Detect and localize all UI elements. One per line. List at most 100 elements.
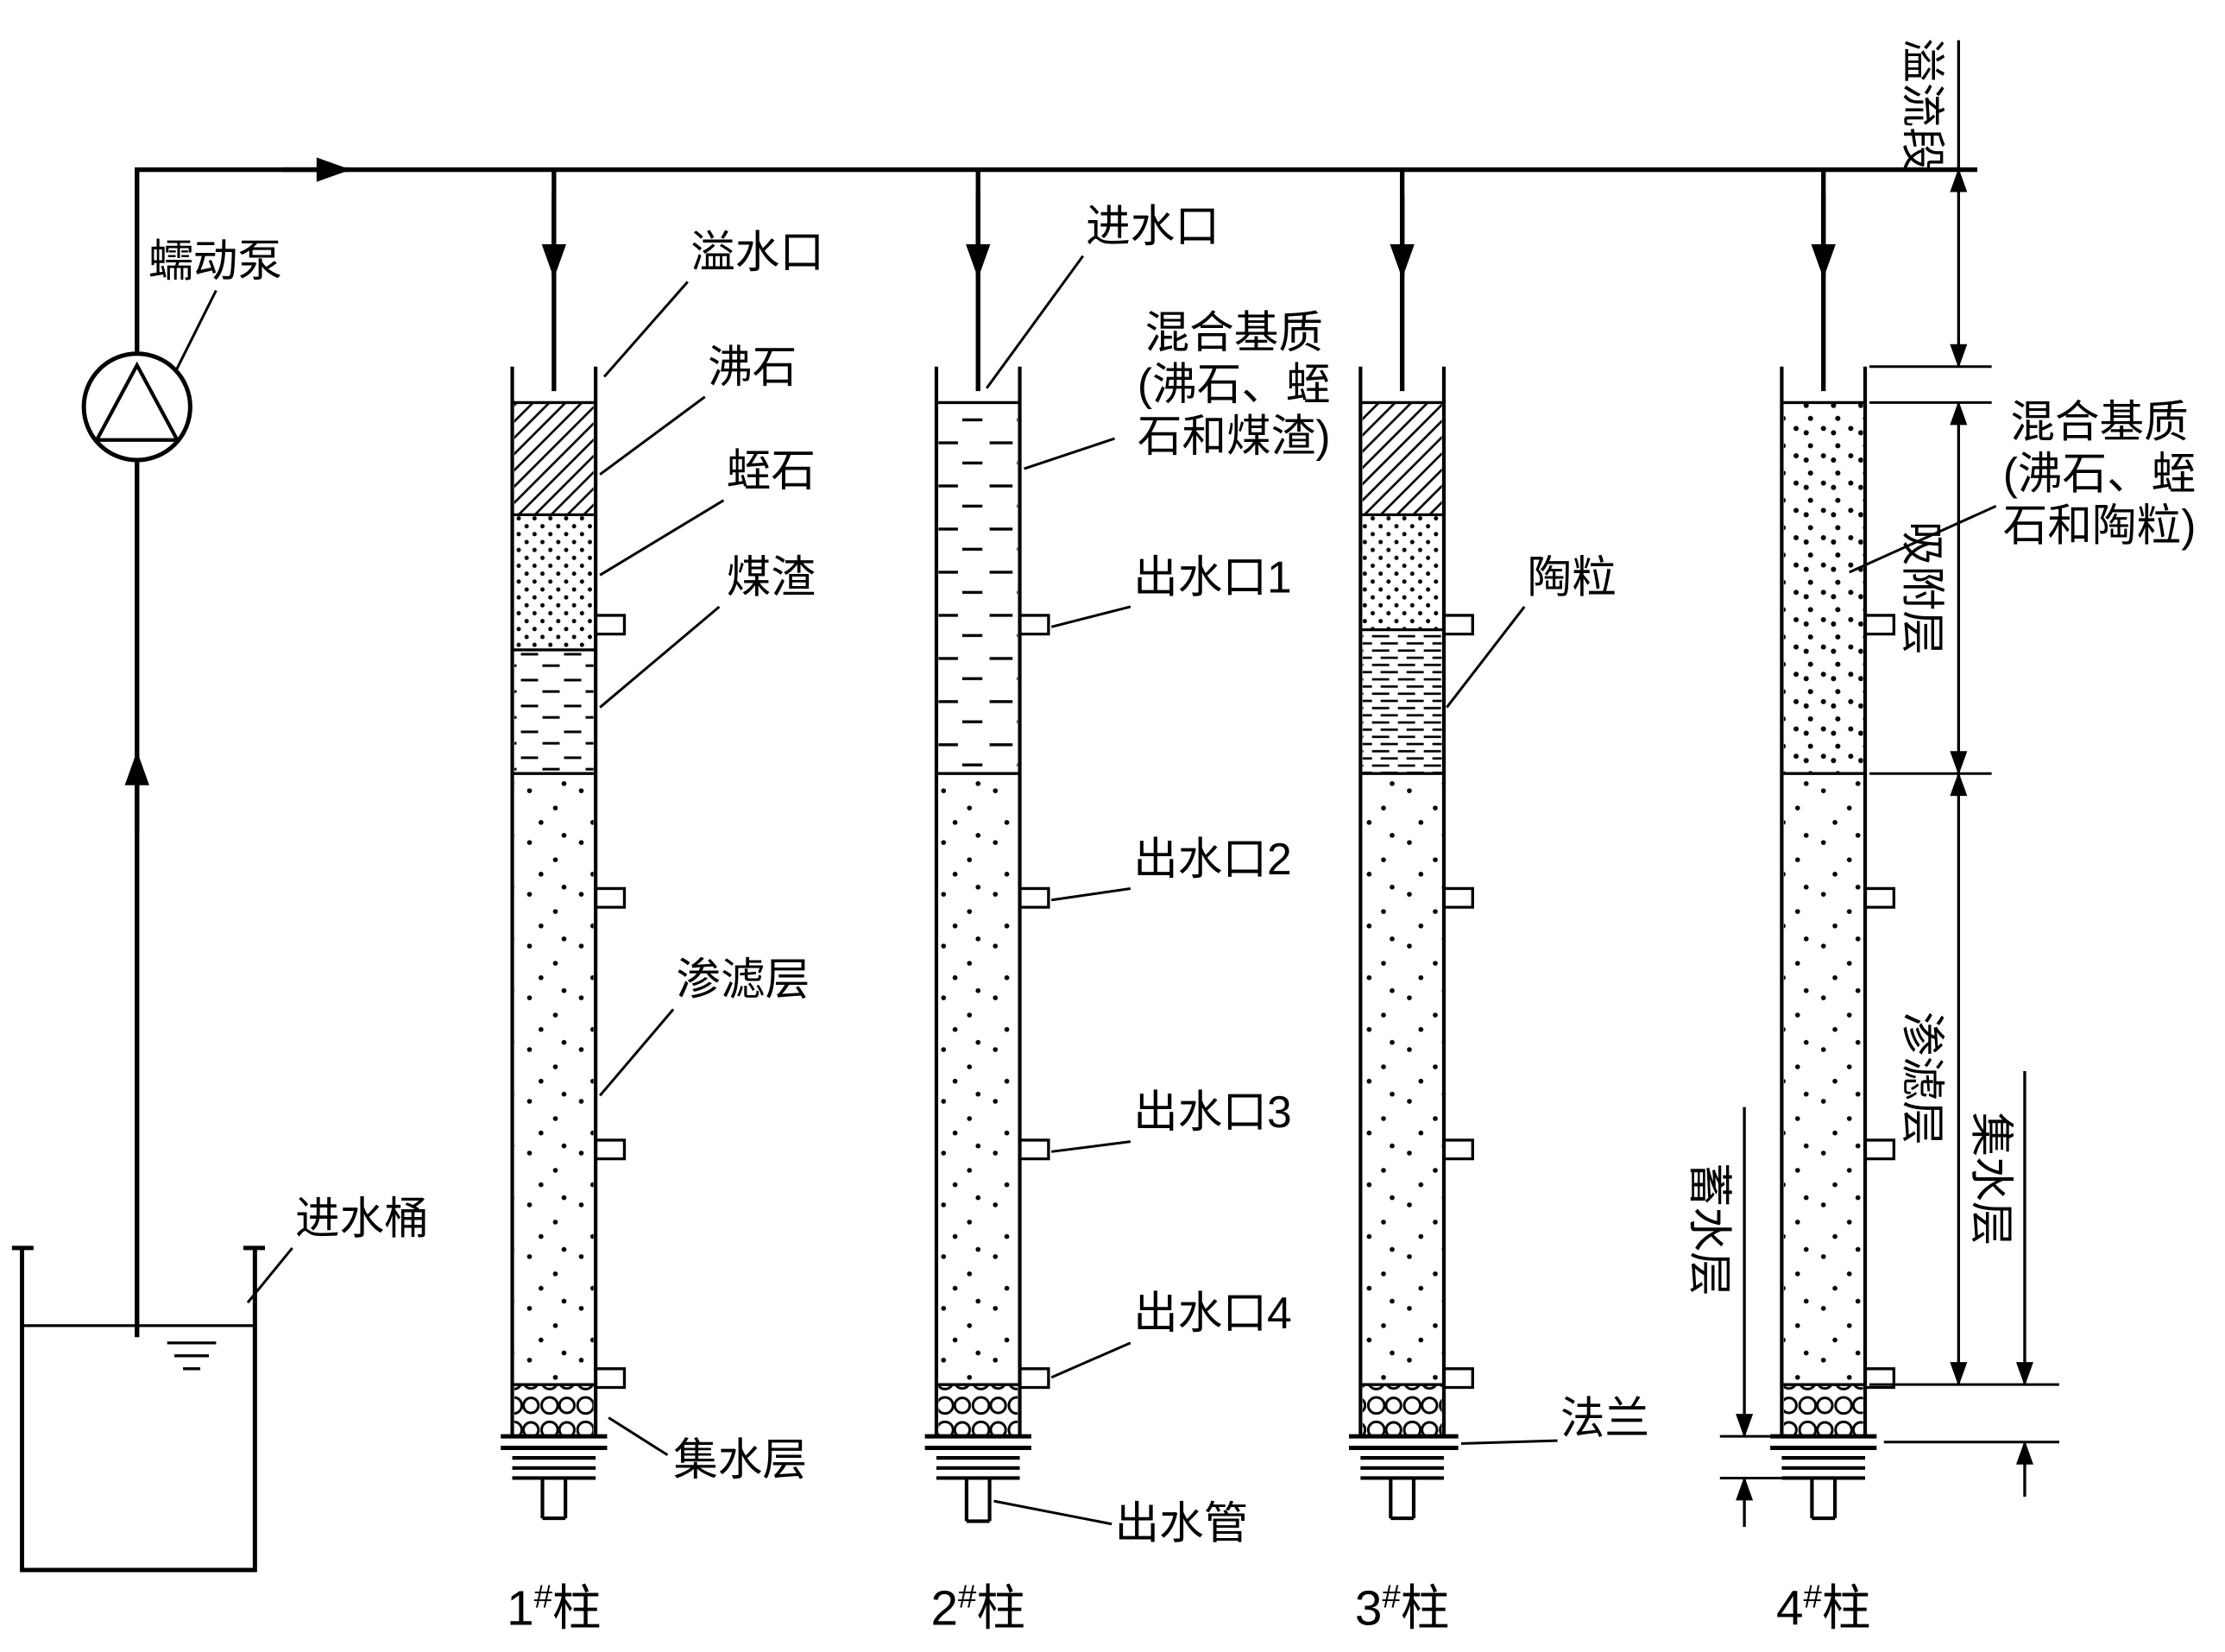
column-2-mixed-substrate-layer xyxy=(938,402,1018,774)
column-2-flange xyxy=(924,1434,1031,1480)
column-3-vermiculite-layer xyxy=(1362,514,1442,630)
dimension-adsorption-layer: 吸附层 xyxy=(1869,400,1992,776)
column-4-bottom-outlet xyxy=(1810,1478,1837,1521)
pump-label-group: 蠕动泵 xyxy=(148,236,282,372)
label-outlet-1: 出水口1 xyxy=(1050,552,1292,628)
column-2-bottom-outlet xyxy=(964,1478,992,1523)
outlet-1-label: 出水口1 xyxy=(1133,552,1292,602)
label-outlet-3: 出水口3 xyxy=(1051,1087,1292,1153)
column-4-outlet-stub-3 xyxy=(1865,1138,1896,1161)
label-flange: 法兰 xyxy=(1460,1393,1649,1445)
collecting-layer-dim-label: 集水层 xyxy=(1966,1113,2016,1246)
pump-triangle-icon xyxy=(93,361,180,442)
inlet-label: 进水口 xyxy=(1086,201,1220,251)
vermiculite-label: 蛭石 xyxy=(727,445,816,495)
column-1-vermiculite-layer xyxy=(514,514,594,650)
column-4 xyxy=(1770,366,1896,1521)
label-collecting-layer: 集水层 xyxy=(608,1416,807,1485)
column-2-collecting-layer xyxy=(938,1384,1018,1435)
outlet-pipe-label: 出水管 xyxy=(1114,1498,1248,1548)
column-3-ceramsite-layer xyxy=(1362,629,1442,774)
column-1-collecting-layer xyxy=(514,1384,594,1435)
label-cinder: 煤渣 xyxy=(599,552,816,709)
dimension-storage-layer: 蓄水层 xyxy=(1685,1107,1782,1528)
ceramsite-label: 陶粒 xyxy=(1528,552,1617,602)
column-3-outlet-stub-3 xyxy=(1443,1138,1474,1161)
column-3-bottom-outlet xyxy=(1389,1478,1416,1521)
label-outlet-pipe: 出水管 xyxy=(993,1498,1248,1548)
column-2 xyxy=(924,366,1050,1523)
column-2-outlet-stub-2 xyxy=(1019,886,1050,909)
column-4-percolation-layer xyxy=(1783,773,1863,1385)
column-1-caption: 1#柱 xyxy=(507,1578,601,1636)
label-outlet-4: 出水口4 xyxy=(1050,1288,1292,1379)
column-3-percolation-layer xyxy=(1362,773,1442,1385)
mixed-substrate-ceramsite-line1: 混合基质 xyxy=(2010,396,2189,446)
label-vermiculite: 蛭石 xyxy=(599,445,816,577)
column-2-outlet-stub-4 xyxy=(1019,1367,1050,1390)
column-4-flange xyxy=(1770,1434,1877,1480)
label-percolation-layer: 渗滤层 xyxy=(599,955,810,1097)
column-3-flange xyxy=(1349,1434,1459,1480)
adsorption-layer-label: 吸附层 xyxy=(1897,521,1947,655)
dimension-overflow-section: 溢流段 xyxy=(1869,38,1992,369)
outlet-4-label: 出水口4 xyxy=(1133,1288,1292,1338)
column-4-collecting-layer xyxy=(1783,1384,1863,1435)
column-3 xyxy=(1349,366,1474,1521)
column-3-caption: 3#柱 xyxy=(1355,1578,1449,1636)
dimension-percolation-layer: 渗滤层 xyxy=(1869,772,2059,1387)
label-mixed-substrate-cinder: 混合基质 (沸石、蛭 石和煤渣) xyxy=(1024,307,1331,470)
column-2-caption: 2#柱 xyxy=(931,1578,1025,1636)
label-outlet-2: 出水口2 xyxy=(1050,834,1292,902)
storage-layer-label: 蓄水层 xyxy=(1685,1163,1735,1296)
column-1-zeolite-layer xyxy=(514,402,594,515)
column-3-zeolite-layer xyxy=(1362,402,1442,515)
column-3-outlet-stub-2 xyxy=(1443,886,1474,909)
column-1-cinder-layer xyxy=(514,649,594,774)
column-1-outlet-stub-1 xyxy=(596,614,627,636)
outlet-3-label: 出水口3 xyxy=(1133,1087,1292,1137)
label-overflow-port: 溢水口 xyxy=(603,227,824,378)
column-2-outlet-stub-3 xyxy=(1019,1138,1050,1161)
cinder-label: 煤渣 xyxy=(727,552,816,602)
column-3-collecting-layer xyxy=(1362,1384,1442,1435)
label-inlet: 进水口 xyxy=(986,201,1220,389)
label-ceramsite: 陶粒 xyxy=(1446,552,1617,709)
mixed-substrate-cinder-line2: (沸石、蛭 xyxy=(1138,359,1331,409)
bucket-label: 进水桶 xyxy=(295,1193,429,1243)
column-1-flange xyxy=(501,1434,608,1480)
overflow-section-label: 溢流段 xyxy=(1897,38,1947,172)
water-level-icon xyxy=(167,1341,217,1371)
column-3-outlet-stub-4 xyxy=(1443,1367,1474,1390)
pump-label: 蠕动泵 xyxy=(148,236,282,286)
column-4-caption: 4#柱 xyxy=(1776,1578,1870,1636)
outlet-2-label: 出水口2 xyxy=(1133,834,1292,884)
overflow-port-label: 溢水口 xyxy=(690,227,824,277)
flange-label: 法兰 xyxy=(1560,1393,1649,1443)
intake-bucket xyxy=(11,1245,266,1573)
column-captions: 1#柱 2#柱 3#柱 4#柱 xyxy=(507,1578,1870,1636)
mixed-substrate-cinder-line1: 混合基质 xyxy=(1145,307,1324,357)
column-2-percolation-layer xyxy=(938,773,1018,1385)
label-mixed-substrate-ceramsite: 混合基质 (沸石、蛭 石和陶粒) xyxy=(1849,396,2197,574)
column-1-outlet-stub-2 xyxy=(596,886,627,909)
percolation-layer-label: 渗滤层 xyxy=(676,955,810,1005)
column-4-outlet-stub-2 xyxy=(1865,886,1896,909)
column-2-outlet-stub-1 xyxy=(1019,614,1050,636)
label-zeolite: 沸石 xyxy=(599,342,797,476)
column-4-outlet-stub-4 xyxy=(1865,1367,1896,1390)
column-1-percolation-layer xyxy=(514,773,594,1385)
column-1-outlet-stub-3 xyxy=(596,1138,627,1161)
percolation-layer-dim-label: 渗滤层 xyxy=(1897,1012,1947,1145)
mixed-substrate-ceramsite-line3: 石和陶粒) xyxy=(2003,500,2197,550)
column-1-outlet-stub-4 xyxy=(596,1367,627,1390)
mixed-substrate-cinder-line3: 石和煤渣) xyxy=(1138,411,1331,461)
column-3-outlet-stub-1 xyxy=(1443,614,1474,636)
bucket-label-group: 进水桶 xyxy=(246,1193,429,1304)
mixed-substrate-ceramsite-line2: (沸石、蛭 xyxy=(2003,448,2197,498)
column-1 xyxy=(501,366,627,1521)
collecting-layer-label: 集水层 xyxy=(673,1434,807,1485)
zeolite-label: 沸石 xyxy=(708,342,797,392)
